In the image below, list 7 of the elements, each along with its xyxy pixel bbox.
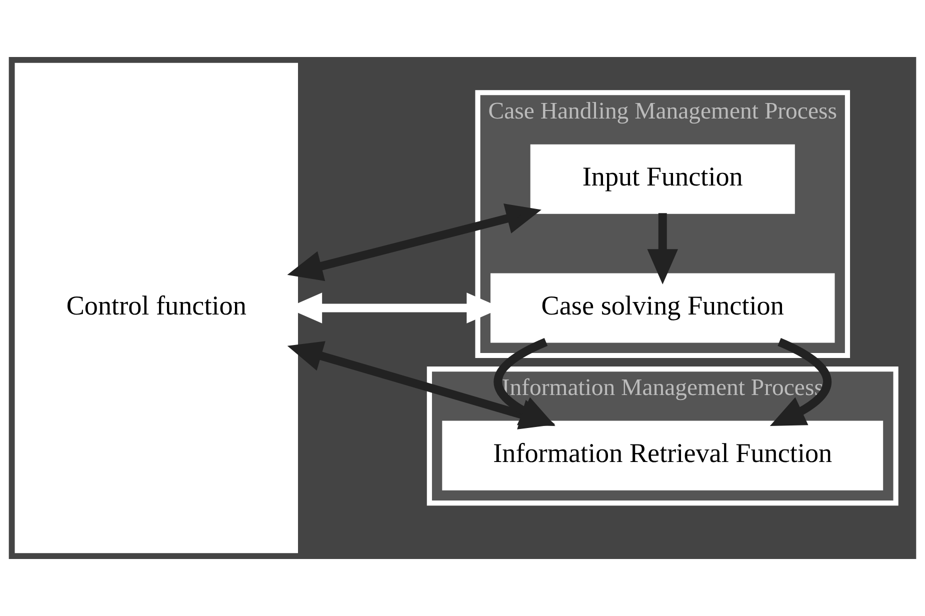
node-box: Input Function (530, 144, 795, 214)
node-box: Case solving Function (490, 273, 835, 343)
arrow (494, 338, 832, 426)
node-box: Control function (14, 62, 298, 554)
node-box: Information Retrieval Function (442, 420, 884, 490)
arrow (287, 204, 542, 282)
arrow (647, 213, 678, 284)
